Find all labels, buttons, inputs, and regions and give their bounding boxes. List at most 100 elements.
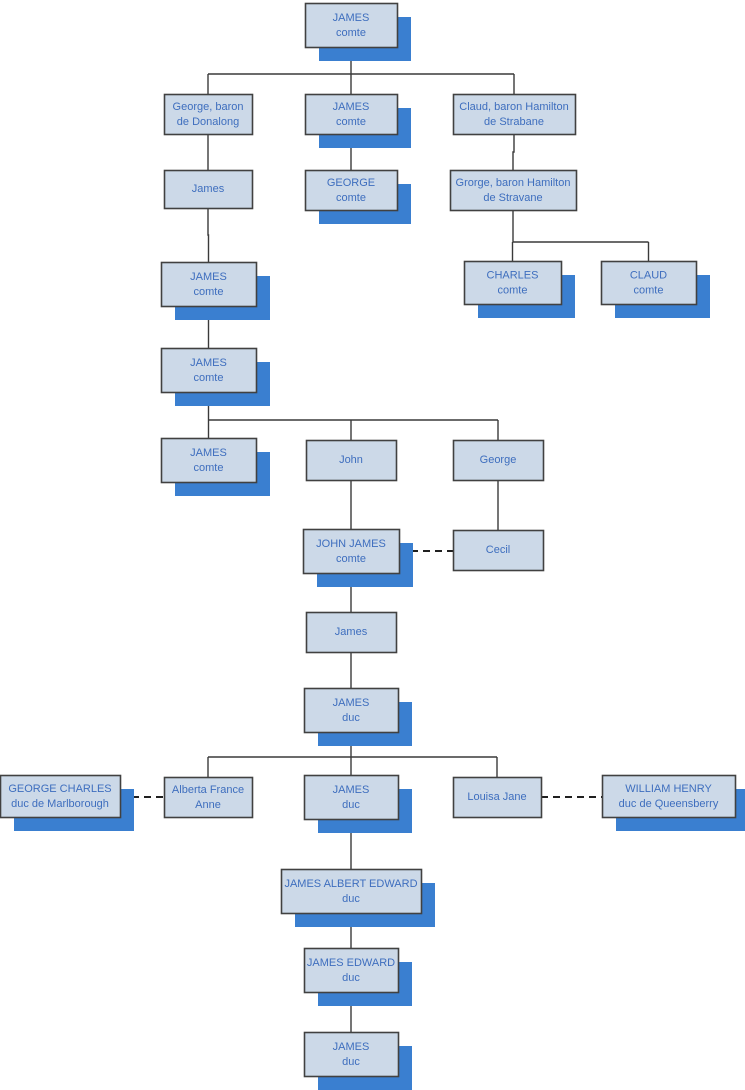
person-node[interactable]: George, baron de Donalong: [163, 93, 254, 136]
node-box[interactable]: [163, 776, 254, 819]
node-name-primary: JAMES: [333, 784, 370, 796]
node-box[interactable]: [305, 611, 398, 654]
node-name-primary: George, baron: [173, 101, 244, 113]
node-box[interactable]: [160, 261, 258, 308]
node-box[interactable]: [304, 169, 399, 212]
node-box[interactable]: [304, 93, 399, 136]
person-node[interactable]: John: [305, 439, 398, 482]
node-name-primary: CHARLES: [487, 269, 539, 281]
node-name-primary: WILLIAM HENRY: [625, 783, 712, 795]
node-box[interactable]: [160, 347, 258, 394]
marriage-edges-layer: [120, 550, 602, 798]
person-node[interactable]: James: [163, 169, 254, 210]
node-name-primary: JAMES: [190, 447, 227, 459]
node-box[interactable]: [600, 260, 698, 306]
node-box[interactable]: [304, 2, 399, 49]
node-name-secondary: comte: [498, 284, 528, 296]
person-node[interactable]: Louisa Jane: [452, 776, 543, 819]
node-name-secondary: comte: [336, 27, 366, 39]
person-node[interactable]: JAMES comte: [160, 261, 271, 321]
node-name-primary: Louisa Jane: [467, 791, 526, 803]
node-box[interactable]: [160, 437, 258, 484]
node-name-primary: Cecil: [486, 544, 510, 556]
node-name-primary: JAMES: [333, 697, 370, 709]
node-box[interactable]: [452, 776, 543, 819]
node-name-primary: Claud, baron Hamilton: [459, 101, 568, 113]
person-node[interactable]: James: [305, 611, 398, 654]
person-node[interactable]: George: [452, 439, 545, 482]
node-box[interactable]: [303, 947, 400, 994]
node-box[interactable]: [303, 774, 400, 821]
person-node[interactable]: JAMES duc: [303, 774, 413, 834]
node-name-primary: GEORGE: [327, 177, 375, 189]
node-box[interactable]: [601, 774, 737, 819]
person-node[interactable]: JAMES comte: [160, 437, 271, 497]
person-node[interactable]: JOHN JAMES comte: [302, 528, 414, 588]
node-name-secondary: duc: [342, 712, 360, 724]
node-box[interactable]: [452, 93, 577, 136]
person-node[interactable]: GEORGE comte: [304, 169, 412, 225]
person-node[interactable]: GEORGE CHARLES duc de Marlborough: [0, 774, 135, 832]
node-name-primary: James: [192, 183, 225, 195]
node-name-secondary: de Donalong: [177, 116, 239, 128]
person-node[interactable]: JAMES comte: [304, 2, 412, 62]
node-name-secondary: comte: [194, 462, 224, 474]
person-node[interactable]: JAMES ALBERT EDWARD duc: [280, 868, 436, 928]
node-box[interactable]: [303, 687, 400, 734]
node-name-secondary: de Stravane: [483, 192, 542, 204]
person-node[interactable]: WILLIAM HENRY duc de Queensberry: [601, 774, 745, 832]
node-name-primary: CLAUD: [630, 269, 667, 281]
node-name-secondary: comte: [194, 372, 224, 384]
person-node[interactable]: Cecil: [452, 529, 545, 572]
node-name-primary: George: [480, 454, 517, 466]
node-box[interactable]: [463, 260, 563, 306]
node-box[interactable]: [303, 1031, 400, 1078]
node-box[interactable]: [163, 93, 254, 136]
node-box[interactable]: [305, 439, 398, 482]
node-name-primary: James: [335, 626, 368, 638]
node-name-secondary: duc de Queensberry: [619, 798, 719, 810]
node-name-primary: John: [339, 454, 363, 466]
node-name-secondary: duc: [342, 1056, 360, 1068]
person-node[interactable]: JAMES comte: [160, 347, 271, 407]
node-name-secondary: comte: [336, 116, 366, 128]
node-name-secondary: comte: [634, 284, 664, 296]
node-box[interactable]: [163, 169, 254, 210]
node-name-primary: JAMES EDWARD: [307, 957, 395, 969]
person-node[interactable]: CHARLES comte: [463, 260, 576, 319]
node-name-primary: JAMES: [333, 1041, 370, 1053]
descent-edge: [512, 134, 515, 170]
node-name-primary: Alberta France: [172, 784, 244, 796]
node-name-secondary: de Strabane: [484, 116, 544, 128]
node-box[interactable]: [452, 529, 545, 572]
node-name-secondary: comte: [336, 192, 366, 204]
person-node[interactable]: Claud, baron Hamilton de Strabane: [452, 93, 577, 136]
node-name-secondary: duc de Marlborough: [11, 798, 109, 810]
node-name-primary: JAMES ALBERT EDWARD: [284, 878, 417, 890]
node-name-primary: JAMES: [190, 357, 227, 369]
person-node[interactable]: CLAUD comte: [600, 260, 711, 319]
node-name-primary: JAMES: [333, 101, 370, 113]
node-box[interactable]: [452, 439, 545, 482]
node-box[interactable]: [302, 528, 401, 575]
node-name-primary: JAMES: [190, 271, 227, 283]
node-box[interactable]: [0, 774, 122, 819]
node-box[interactable]: [280, 868, 423, 915]
node-name-primary: JAMES: [333, 12, 370, 24]
person-node[interactable]: JAMES duc: [303, 1031, 413, 1090]
node-name-secondary: comte: [336, 553, 366, 565]
node-name-secondary: duc: [342, 893, 360, 905]
person-node[interactable]: JAMES comte: [304, 93, 412, 149]
person-node[interactable]: JAMES duc: [303, 687, 413, 747]
node-name-primary: JOHN JAMES: [316, 538, 386, 550]
node-name-primary: GEORGE CHARLES: [8, 783, 111, 795]
node-box[interactable]: [449, 169, 578, 212]
node-name-secondary: duc: [342, 799, 360, 811]
node-name-secondary: comte: [194, 286, 224, 298]
